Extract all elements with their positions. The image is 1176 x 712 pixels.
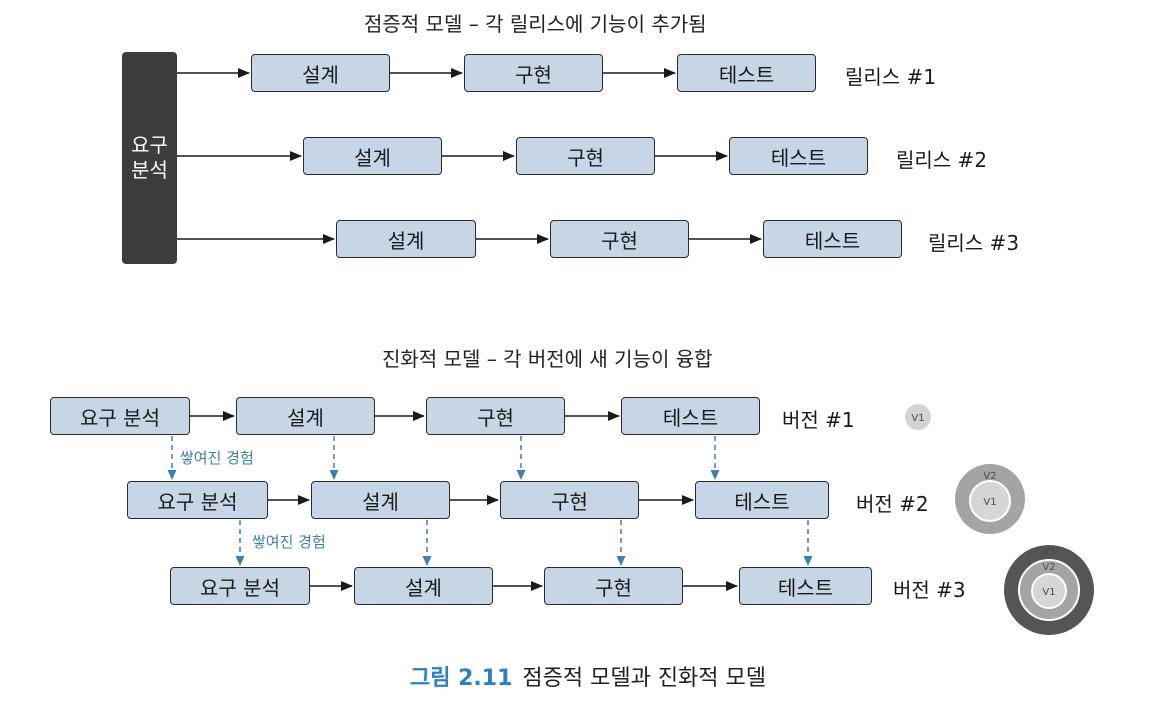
design-box: 설계 [354,567,493,605]
circle-label: V2 [983,471,996,482]
figure-number: 그림 2.11 [409,666,513,691]
design-box: 설계 [303,137,442,175]
version-3-circle: V3 V2 V1 [1004,545,1094,635]
design-box: 설계 [236,397,375,435]
test-box: 테스트 [695,481,829,519]
version-2-circle: V2 V1 [955,464,1025,534]
circle-label: V2 [1042,562,1055,573]
release-label: 릴리스 #1 [845,65,937,89]
implementation-box: 구현 [516,137,655,175]
test-box: 테스트 [621,397,760,435]
release-label: 릴리스 #3 [928,231,1020,255]
implementation-box: 구현 [550,220,689,258]
design-box: 설계 [336,220,476,258]
incremental-title: 점증적 모델 – 각 릴리스에 기능이 추가됨 [364,12,707,36]
figure-caption: 그림 2.11 점증적 모델과 진화적 모델 [0,660,1176,692]
experience-label: 쌓여진 경험 [180,449,254,467]
circle-label: V1 [983,497,996,508]
test-box: 테스트 [763,220,902,258]
version-label: 버전 #3 [893,578,966,602]
version-label: 버전 #1 [782,408,855,432]
requirements-box: 요구 분석 [50,397,190,435]
requirements-bar-label: 요구 분석 [131,133,168,182]
test-box: 테스트 [739,567,872,605]
version-1-circle: V1 [905,404,931,430]
circle-label: V1 [911,413,924,424]
implementation-box: 구현 [544,567,683,605]
evolutionary-title: 진화적 모델 – 각 버전에 새 기능이 융합 [382,347,713,371]
test-box: 테스트 [729,137,868,175]
caption-text: 점증적 모델과 진화적 모델 [522,666,767,691]
circle-label: V3 [1042,546,1055,557]
experience-label: 쌓여진 경험 [252,533,326,551]
design-box: 설계 [311,481,450,519]
test-box: 테스트 [677,54,816,92]
release-label: 릴리스 #2 [896,148,988,172]
version-label: 버전 #2 [856,492,929,516]
circle-label: V1 [1042,587,1055,598]
implementation-box: 구현 [464,54,603,92]
implementation-box: 구현 [500,481,639,519]
requirements-box: 요구 분석 [170,567,310,605]
implementation-box: 구현 [426,397,565,435]
requirements-box: 요구 분석 [127,481,268,519]
requirements-bar: 요구 분석 [122,52,177,264]
design-box: 설계 [251,54,390,92]
